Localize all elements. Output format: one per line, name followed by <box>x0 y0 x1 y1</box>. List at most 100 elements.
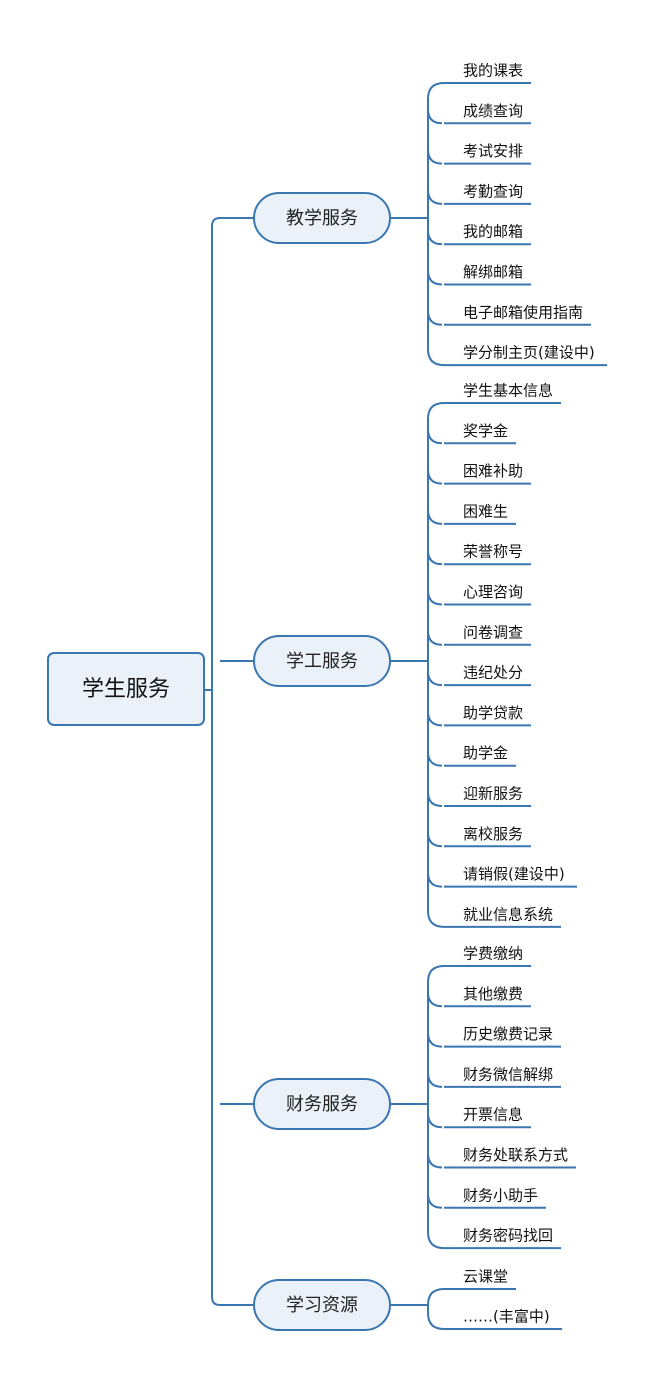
leaf-label: 历史缴费记录 <box>463 1025 553 1043</box>
leaf-branch-curve <box>427 1193 443 1209</box>
leaf-branch-curve <box>427 149 443 165</box>
leaf-item: 请销假(建设中) <box>427 865 577 888</box>
leaf-branch-curve <box>427 109 443 125</box>
leaf-item: 助学金 <box>427 744 516 767</box>
leaf-branch-curve <box>427 671 443 687</box>
leaf-spine <box>427 965 445 1250</box>
leaf-branch-curve <box>427 590 443 606</box>
leaf-item: 就业信息系统 <box>444 905 561 928</box>
leaf-item: ……(丰富中) <box>444 1308 562 1330</box>
leaf-branch-curve <box>427 791 443 807</box>
leaf-label: 学生基本信息 <box>463 382 553 400</box>
leaf-item: 财务小助手 <box>427 1186 546 1209</box>
leaf-item: 财务处联系方式 <box>427 1146 576 1169</box>
leaf-label: 问卷调查 <box>463 623 523 641</box>
leaf-item: 荣誉称号 <box>427 543 531 566</box>
leaf-label: 离校服务 <box>463 825 523 843</box>
leaf-item: 学生基本信息 <box>444 382 561 404</box>
leaf-item: 解绑邮箱 <box>427 263 531 286</box>
leaf-item: 云课堂 <box>444 1268 516 1290</box>
leaf-item: 开票信息 <box>427 1106 531 1129</box>
leaf-item: 成绩查询 <box>427 102 531 125</box>
leaf-label: 开票信息 <box>463 1106 523 1124</box>
leaf-label: 就业信息系统 <box>463 905 553 923</box>
leaf-spine <box>427 82 445 367</box>
branch-node-label: 学工服务 <box>286 651 358 672</box>
leaf-spine <box>427 1288 445 1330</box>
leaf-branch-curve <box>427 270 443 286</box>
root-spine <box>211 217 221 1306</box>
leaf-branch-curve <box>427 1113 443 1129</box>
leaf-branch-curve <box>427 711 443 727</box>
leaf-branch-curve <box>427 509 443 525</box>
leaf-label: 其他缴费 <box>463 985 523 1003</box>
leaf-branch-curve <box>427 872 443 888</box>
leaf-item: 违纪处分 <box>427 664 531 687</box>
leaf-label: 困难补助 <box>463 462 523 480</box>
leaf-label: 考试安排 <box>463 142 523 160</box>
leaf-branch-curve <box>427 310 443 326</box>
leaf-branch-curve <box>427 1032 443 1048</box>
leaf-item: 助学贷款 <box>427 704 531 727</box>
leaf-label: 迎新服务 <box>463 785 523 803</box>
branch-node-label: 学习资源 <box>286 1295 358 1316</box>
leaf-item: 学费缴纳 <box>444 945 531 967</box>
leaf-label: 学分制主页(建设中) <box>463 344 595 362</box>
leaf-item: 困难生 <box>427 502 516 525</box>
leaf-item: 离校服务 <box>427 825 531 848</box>
leaf-label: 心理咨询 <box>463 583 523 601</box>
root-node-label: 学生服务 <box>82 677 170 702</box>
branch-node-box <box>253 1078 391 1130</box>
branch-node-box <box>253 635 391 687</box>
leaf-item: 我的邮箱 <box>427 223 531 246</box>
leaf-label: 考勤查询 <box>463 182 523 200</box>
leaf-item: 财务微信解绑 <box>427 1065 561 1088</box>
branch-node: 学工服务 <box>253 635 391 687</box>
leaf-branch-curve <box>427 992 443 1008</box>
leaf-label: 请销假(建设中) <box>463 865 565 883</box>
leaf-item: 其他缴费 <box>427 985 531 1008</box>
leaf-label: 荣誉称号 <box>463 543 523 561</box>
leaf-branch-curve <box>427 550 443 566</box>
leaf-branch-curve <box>427 630 443 646</box>
leaf-item: 问卷调查 <box>427 623 531 646</box>
leaf-label: 财务密码找回 <box>463 1227 553 1245</box>
leaf-item: 考勤查询 <box>427 182 531 205</box>
branch-node-label: 财务服务 <box>286 1094 358 1115</box>
leaf-label: 我的课表 <box>463 62 523 80</box>
leaf-item: 学分制主页(建设中) <box>444 344 607 367</box>
leaf-branch-curve <box>427 429 443 445</box>
leaf-item: 历史缴费记录 <box>427 1025 561 1048</box>
branch-node: 财务服务 <box>253 1078 391 1130</box>
leaf-item: 迎新服务 <box>427 785 531 807</box>
branch-node-box <box>253 1279 391 1331</box>
root-node: 学生服务 <box>47 652 205 726</box>
leaf-label: 违纪处分 <box>463 664 523 682</box>
leaf-spine <box>427 402 445 928</box>
leaf-branch-curve <box>427 469 443 485</box>
leaf-branch-curve <box>427 832 443 848</box>
leaf-branch-curve <box>427 1072 443 1088</box>
leaf-item: 考试安排 <box>427 142 531 165</box>
leaf-label: 成绩查询 <box>463 102 523 120</box>
leaf-label: 财务微信解绑 <box>463 1065 553 1083</box>
branch-node: 学习资源 <box>253 1279 391 1331</box>
leaf-branch-curve <box>427 230 443 246</box>
leaf-branch-curve <box>427 189 443 205</box>
branch-node: 教学服务 <box>253 192 391 244</box>
leaf-label: 财务处联系方式 <box>463 1146 568 1164</box>
leaf-label: 财务小助手 <box>463 1186 538 1204</box>
leaf-label: 助学金 <box>463 744 508 762</box>
leaf-item: 我的课表 <box>444 62 531 84</box>
leaf-item: 心理咨询 <box>427 583 531 606</box>
connectors <box>204 82 445 1330</box>
leaf-label: 电子邮箱使用指南 <box>463 303 583 321</box>
leaf-item: 电子邮箱使用指南 <box>427 303 591 326</box>
leaf-label: 助学贷款 <box>463 704 523 722</box>
leaf-label: 我的邮箱 <box>463 223 523 241</box>
leaf-label: 奖学金 <box>463 422 508 440</box>
branch-node-label: 教学服务 <box>286 208 358 229</box>
leaf-branch-curve <box>427 1153 443 1169</box>
leaf-label: ……(丰富中) <box>463 1308 550 1326</box>
